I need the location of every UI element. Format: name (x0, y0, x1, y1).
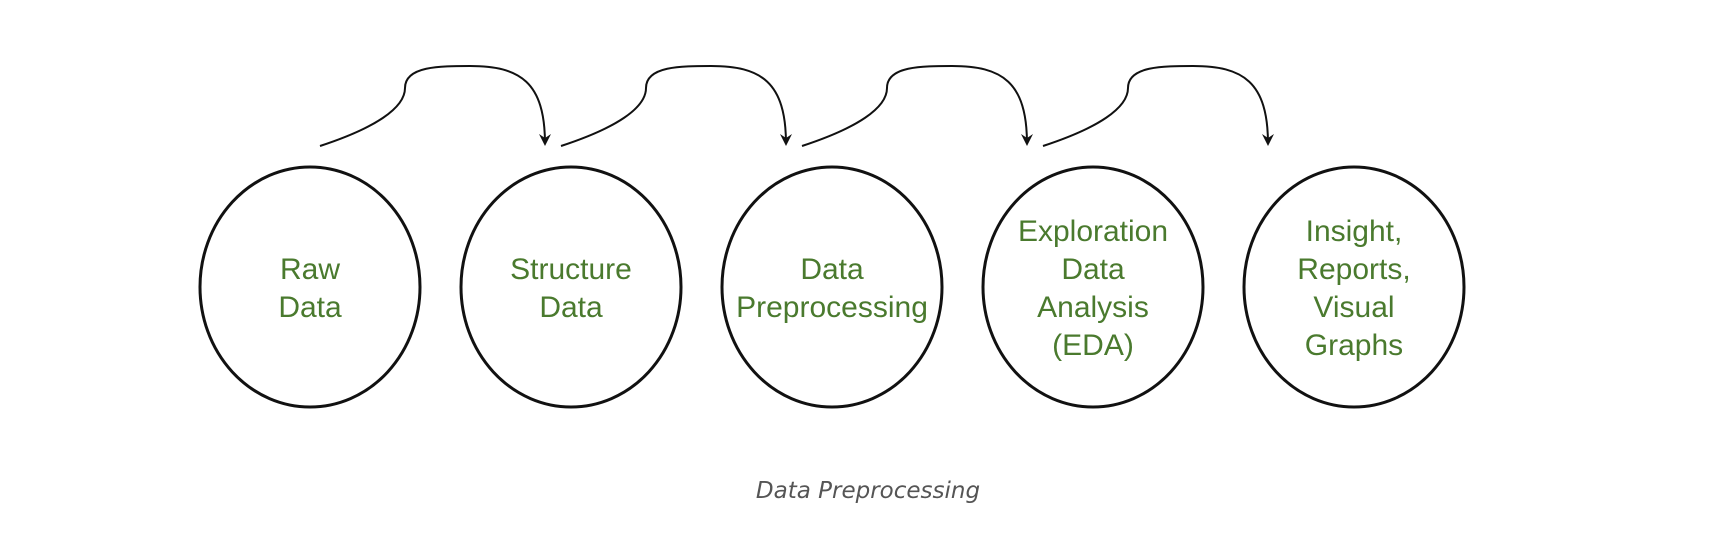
flow-arrow-1 (319, 64, 551, 147)
stage-3-label-line-1: Data (800, 253, 864, 286)
stage-3-label-line-2: Preprocessing (736, 291, 928, 324)
figure-caption: Data Preprocessing (755, 478, 981, 504)
flow-arrow-2 (560, 64, 792, 147)
flow-arrow-4 (1042, 64, 1274, 147)
stage-2-label-line-2: Data (539, 291, 603, 324)
stage-1-label-line-2: Data (278, 291, 342, 324)
flow-arrow-3 (801, 64, 1033, 147)
stage-circle-3 (720, 165, 944, 409)
stage-4-label-line-4: (EDA) (1052, 329, 1134, 362)
stage-circle-5 (1242, 165, 1466, 409)
stage-circle-2 (459, 165, 683, 409)
stage-5-label-line-3: Visual (1313, 291, 1394, 324)
stage-5-label-line-4: Graphs (1305, 329, 1403, 362)
stage-5-label-line-1: Insight, (1306, 215, 1403, 248)
stage-circle-1 (198, 165, 422, 409)
stage-2-label-line-1: Structure (510, 253, 632, 286)
stage-1-label-line-1: Raw (280, 253, 340, 286)
stage-4-label-line-3: Analysis (1037, 291, 1149, 324)
stage-circle-4 (981, 165, 1205, 409)
stage-4-label-line-2: Data (1061, 253, 1125, 286)
stage-4-label-line-1: Exploration (1018, 215, 1168, 248)
stage-5-label-line-2: Reports, (1297, 253, 1410, 286)
